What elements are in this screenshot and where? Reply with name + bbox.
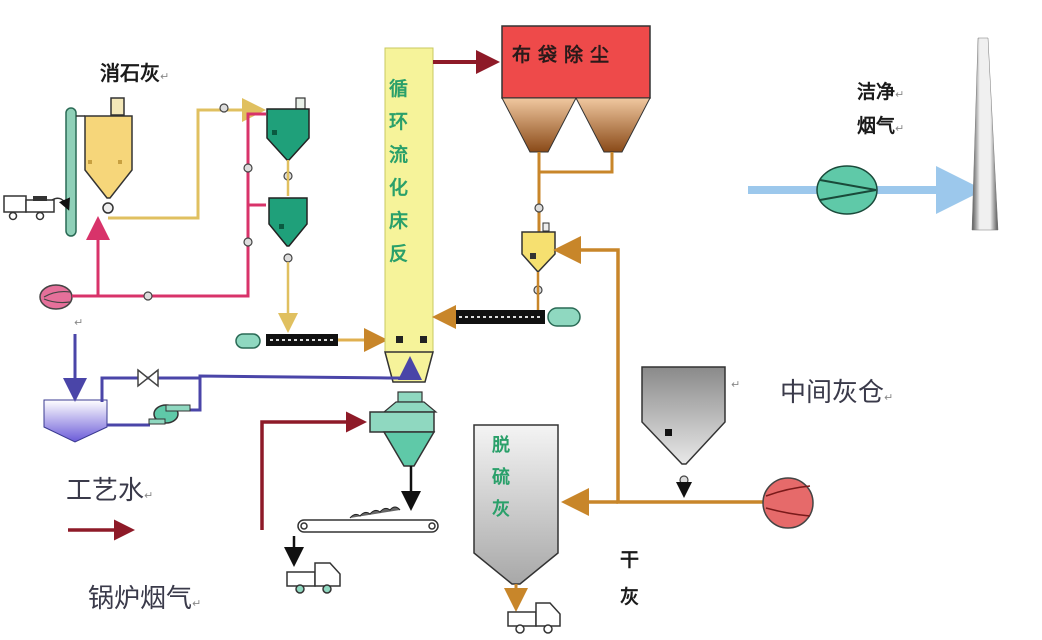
label-desulfurization-ash: 脱 硫 灰 [492, 437, 510, 533]
lime-silo [76, 97, 133, 214]
label-bag-filter: 布袋除尘 [512, 44, 617, 66]
label-slaked-lime: 消石灰↵ [100, 61, 170, 85]
return-mark: ↵ [74, 316, 84, 329]
screw-conveyor-lime [235, 328, 388, 352]
label-dry-ash-1: 干 [620, 549, 640, 571]
label-process-water: 工艺水↵ [66, 476, 154, 506]
reactor-char: 化 [389, 177, 409, 199]
water-pump [148, 404, 191, 425]
lime-feed-line [108, 98, 266, 220]
ash-blower-red [762, 477, 814, 529]
label-clean-gas-1: 洁净↵ [857, 81, 905, 103]
lime-bin-lower [268, 197, 308, 333]
venturi-inlet [369, 401, 438, 511]
label-clean-gas-2: 烟气↵ [857, 115, 905, 137]
screw-conveyor-return [432, 305, 581, 329]
intermediate-ash-silo [641, 366, 726, 498]
lime-bin-upper [266, 97, 310, 196]
label-intermediate-silo: 中间灰仓↵ [780, 378, 894, 408]
delivery-truck-residue [286, 562, 341, 594]
ash-distributor [521, 222, 556, 312]
process-water-tank [43, 399, 108, 443]
ash-char: 硫 [492, 467, 510, 488]
air-blower-red [39, 284, 73, 310]
water-valve [137, 368, 159, 388]
delivery-truck-ash [507, 602, 561, 634]
bag-filter [501, 25, 651, 153]
dry-ash-line [553, 236, 772, 504]
baghouse-ash-line [537, 152, 614, 232]
ash-char: 灰 [492, 499, 510, 520]
reactor-char: 床 [389, 210, 409, 232]
reactor-char: 反 [389, 243, 409, 265]
return-mark: ↵ [731, 378, 741, 391]
delivery-truck-lime [3, 195, 70, 221]
reactor-char: 环 [389, 111, 409, 133]
reactor-char: 流 [389, 144, 409, 166]
label-dry-ash-2: 灰 [620, 586, 640, 608]
reactor-char: 循 [389, 78, 409, 100]
bucket-elevator [65, 107, 77, 237]
boiler-flue-gas-line [260, 411, 367, 530]
belt-conveyor [297, 506, 439, 533]
desulfurization-ash-silo [473, 424, 559, 612]
induced-draft-fan [816, 165, 878, 215]
label-boiler-flue-gas: 锅炉烟气↵ [88, 584, 202, 614]
ash-char: 脱 [492, 435, 510, 456]
chimney-stack [971, 37, 999, 231]
label-cfb-reactor: 循 环 流 化 床 反 [389, 80, 408, 278]
